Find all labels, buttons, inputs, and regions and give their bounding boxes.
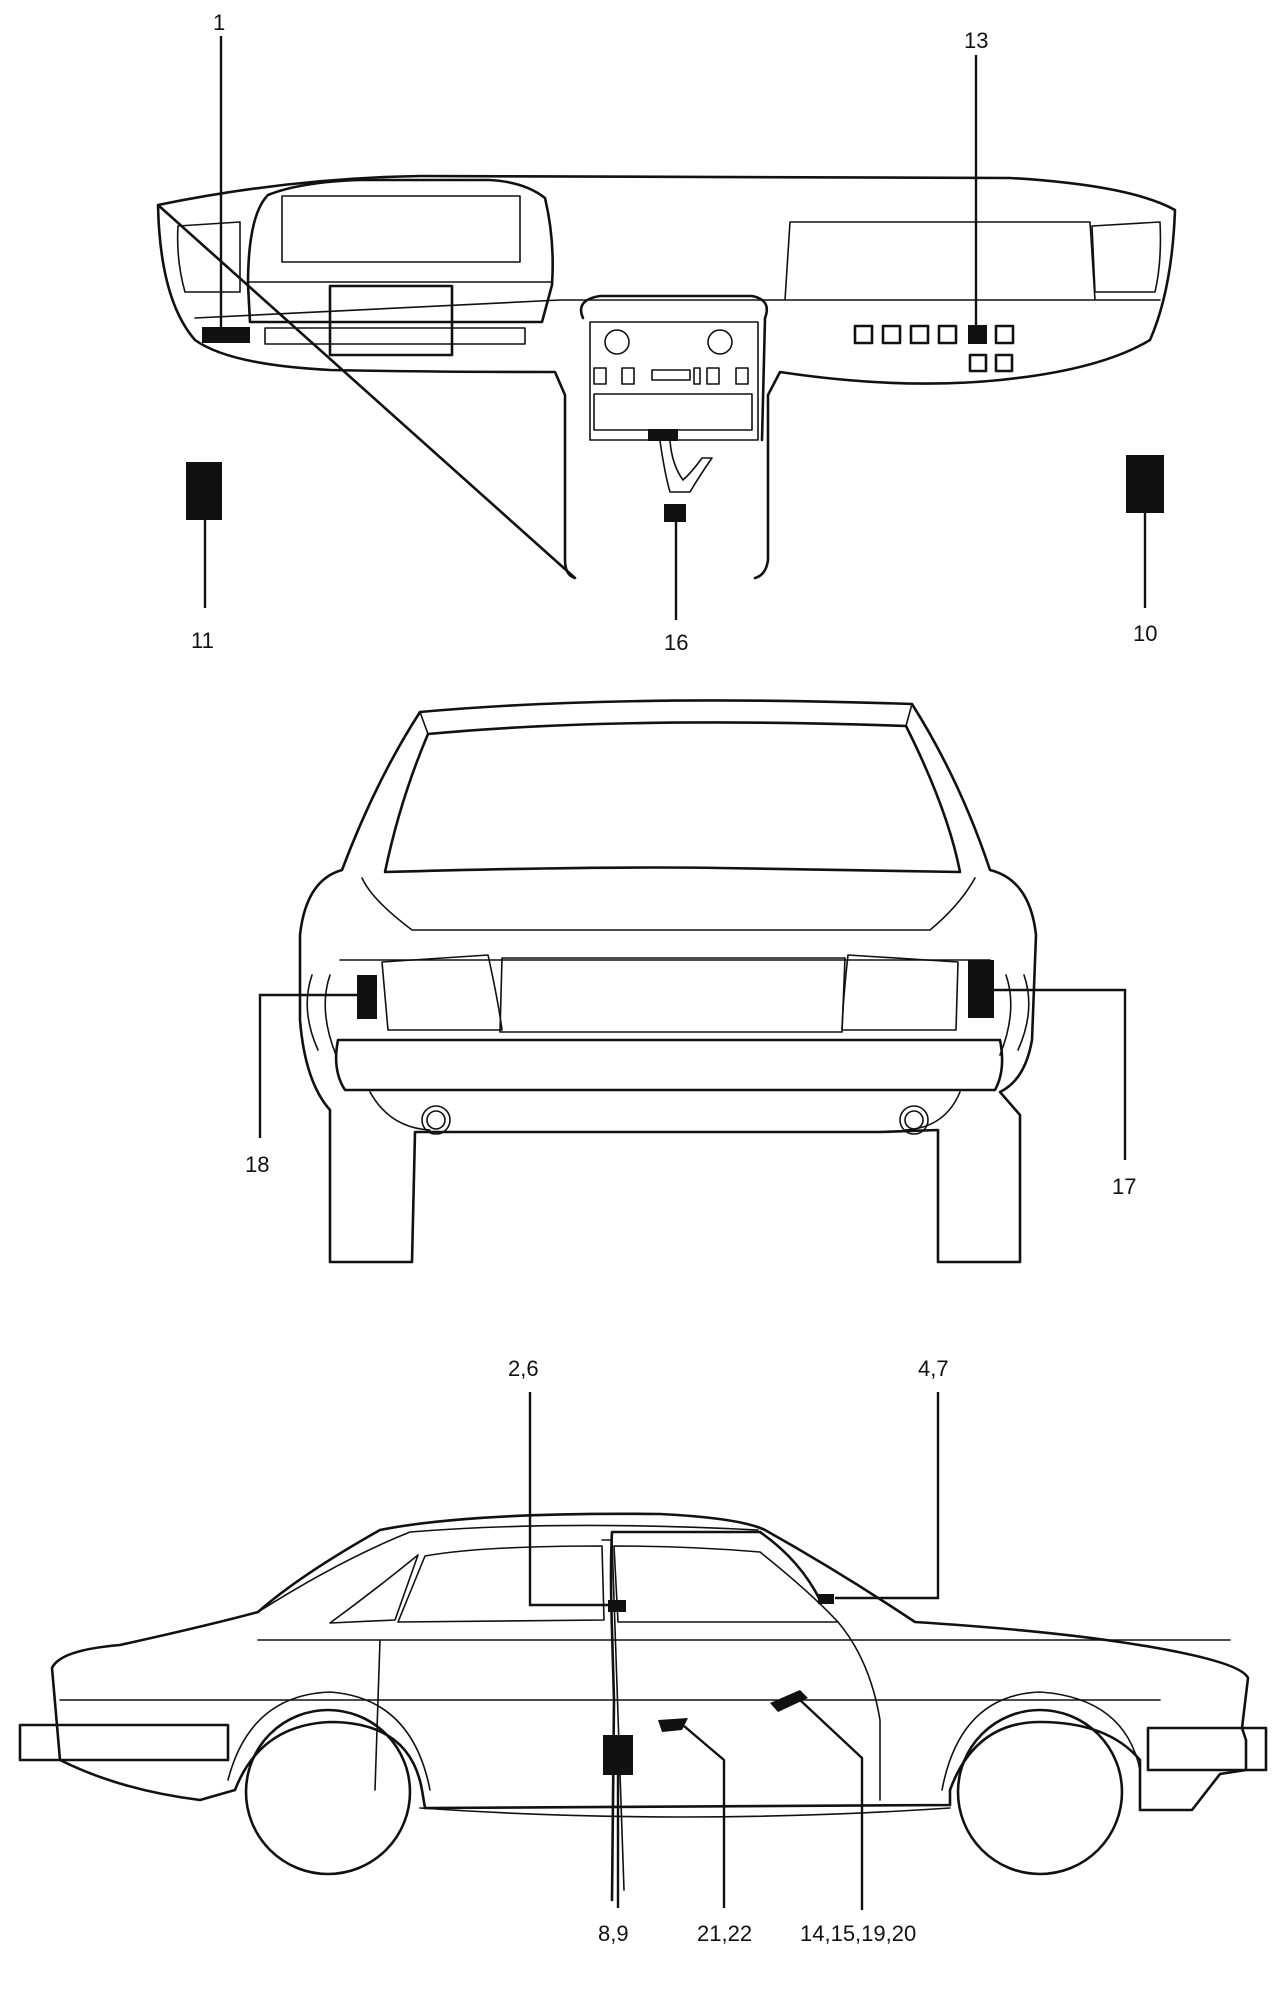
- console-inner: [589, 321, 759, 441]
- front-wheel: [956, 1708, 1124, 1876]
- rear-view: 18 17: [245, 699, 1136, 1264]
- glovebox-panel: [784, 221, 1096, 301]
- right-tail-lamp: [841, 954, 959, 1031]
- component-10-marker: [1126, 455, 1164, 513]
- left-tail-lamp: [381, 954, 503, 1031]
- rear-wheel: [244, 1708, 412, 1876]
- component-8-9-marker: [603, 1735, 633, 1775]
- pillar-wiring-harness: [609, 1530, 822, 1902]
- rear-door-window: [397, 1545, 605, 1623]
- left-vent-dial: [604, 329, 630, 355]
- callout-13: 13: [964, 28, 988, 53]
- component-1-marker: [202, 327, 250, 343]
- left-exhaust: [421, 1105, 451, 1135]
- component-17-marker: [968, 960, 994, 1018]
- front-wheel-arch: [941, 1691, 1141, 1791]
- rear-window: [383, 721, 962, 874]
- rear-wheel-arch: [227, 1691, 431, 1791]
- callout-17: 17: [1112, 1174, 1136, 1199]
- valance: [369, 1091, 961, 1131]
- instrument-screen: [281, 195, 521, 263]
- callout-2-6: 2,6: [508, 1356, 539, 1381]
- roof-line: [257, 1524, 759, 1613]
- left-side-bulge: [306, 974, 337, 1056]
- component-14-15-19-20-marker: [770, 1690, 808, 1712]
- side-body-outline: [50, 1512, 1250, 1812]
- component-16-connector: [648, 429, 678, 441]
- right-vent-dial: [707, 329, 733, 355]
- rear-quarter-window: [329, 1554, 419, 1624]
- callout-8-9: 8,9: [598, 1921, 629, 1946]
- dashboard-view: 1 13 11 16 10: [156, 10, 1177, 655]
- right-side-bulge: [999, 974, 1030, 1056]
- dashboard-outline: [156, 174, 1177, 580]
- callout-14-15-19-20: 14,15,19,20: [800, 1921, 916, 1946]
- gear-selector-gate: [659, 440, 713, 493]
- component-21-22-marker: [658, 1718, 688, 1732]
- right-exhaust: [899, 1105, 929, 1135]
- front-door-window: [613, 1545, 839, 1623]
- callout-18: 18: [245, 1152, 269, 1177]
- front-bumper-side: [1146, 1726, 1268, 1772]
- component-11-marker: [186, 462, 222, 520]
- component-13-marker: [968, 325, 987, 344]
- component-4-7-marker: [818, 1594, 834, 1604]
- number-plate-area: [499, 957, 846, 1033]
- rear-roof-pillars: [419, 703, 913, 735]
- callout-16: 16: [664, 630, 688, 655]
- boot-lid: [361, 877, 976, 931]
- right-air-vent: [1091, 221, 1162, 293]
- rear-bumper: [334, 1038, 1004, 1092]
- callout-1: 1: [213, 10, 225, 35]
- component-16-marker: [664, 504, 686, 522]
- centre-console: [579, 294, 769, 442]
- door-lines: [257, 1621, 1231, 1801]
- callout-10: 10: [1133, 621, 1157, 646]
- component-18-marker: [357, 975, 377, 1019]
- component-2-6-marker: [608, 1600, 626, 1612]
- rear-bumper-side: [18, 1723, 230, 1762]
- callout-4-7: 4,7: [918, 1356, 949, 1381]
- switch-row: [853, 324, 1015, 373]
- instrument-binnacle: [246, 178, 554, 324]
- dash-trim-line: [194, 299, 1161, 319]
- callout-21-22: 21,22: [697, 1921, 752, 1946]
- rear-body-outline: [298, 699, 1038, 1264]
- sill: [419, 1807, 951, 1818]
- side-view: 2,6 4,7 8,9 21,22 14,15,19,20: [18, 1356, 1268, 1946]
- callout-11: 11: [191, 628, 214, 653]
- steering-column: [328, 284, 454, 357]
- lower-left-panel: [264, 327, 526, 345]
